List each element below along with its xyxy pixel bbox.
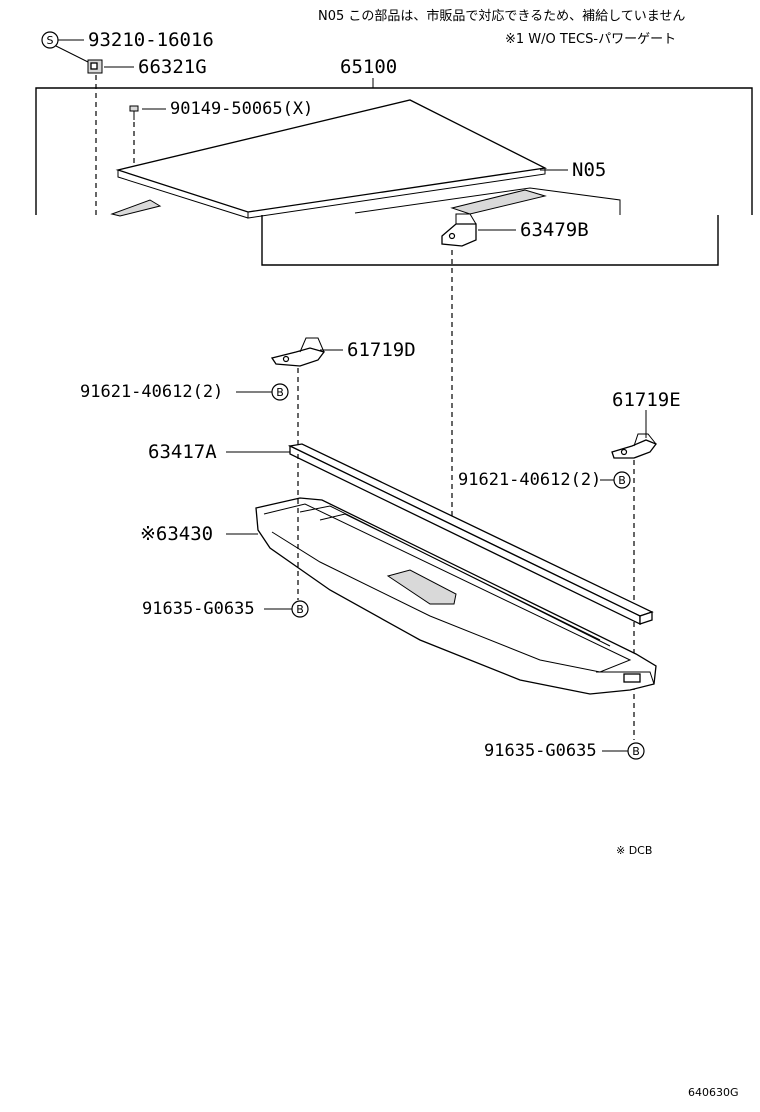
- label-63430: ※63430: [140, 523, 213, 545]
- bracket-61719e-icon: [611, 433, 658, 459]
- label-91635-left: 91635-G0635: [142, 599, 255, 619]
- svg-text:B: B: [276, 386, 284, 399]
- symbol-b-circle-right-top: B: [613, 471, 631, 489]
- note-dcb: ※ DCB: [616, 844, 652, 857]
- bracket-61719d-icon: [270, 337, 326, 367]
- label-91635-right: 91635-G0635: [484, 741, 597, 761]
- label-n05: N05: [572, 159, 606, 181]
- bracket-63479b-icon: [441, 213, 477, 247]
- label-61719e: 61719E: [612, 389, 681, 411]
- label-65100: 65100: [340, 56, 397, 78]
- figure-id: 640630G: [688, 1086, 739, 1099]
- label-91621-right: 91621-40612(2): [458, 470, 601, 490]
- symbol-b-circle-left-bottom: B: [291, 600, 309, 618]
- svg-text:B: B: [632, 745, 640, 758]
- note-wo-tecs: ※1 W/O TECS-パワーゲート: [505, 32, 676, 47]
- symbol-s-circle: S: [41, 31, 59, 49]
- symbol-b-circle-left-top: B: [271, 383, 289, 401]
- svg-text:B: B: [618, 474, 626, 487]
- label-61719d: 61719D: [347, 339, 416, 361]
- svg-text:S: S: [47, 34, 54, 47]
- label-63479b: 63479B: [520, 219, 589, 241]
- label-93210-16016: 93210-16016: [88, 29, 214, 51]
- assembly-bracket-outer: [35, 87, 753, 215]
- screw-90149-icon: [129, 105, 139, 120]
- step-63430: [255, 497, 657, 695]
- symbol-b-circle-right-bottom: B: [627, 742, 645, 760]
- svg-text:B: B: [296, 603, 304, 616]
- label-90149-50065: 90149-50065(X): [170, 99, 313, 119]
- assembly-bracket-inner: [261, 215, 719, 266]
- note-n05: N05 この部品は、市販品で対応できるため、補給していません: [318, 8, 685, 24]
- floor-board-panel: [110, 99, 621, 219]
- label-66321g: 66321G: [138, 56, 207, 78]
- label-91621-left: 91621-40612(2): [80, 382, 223, 402]
- label-63417a: 63417A: [148, 441, 217, 463]
- clip-66321g-icon: [87, 59, 103, 74]
- leader-s-to-clip: [55, 45, 89, 63]
- rail-63417a: [287, 443, 654, 626]
